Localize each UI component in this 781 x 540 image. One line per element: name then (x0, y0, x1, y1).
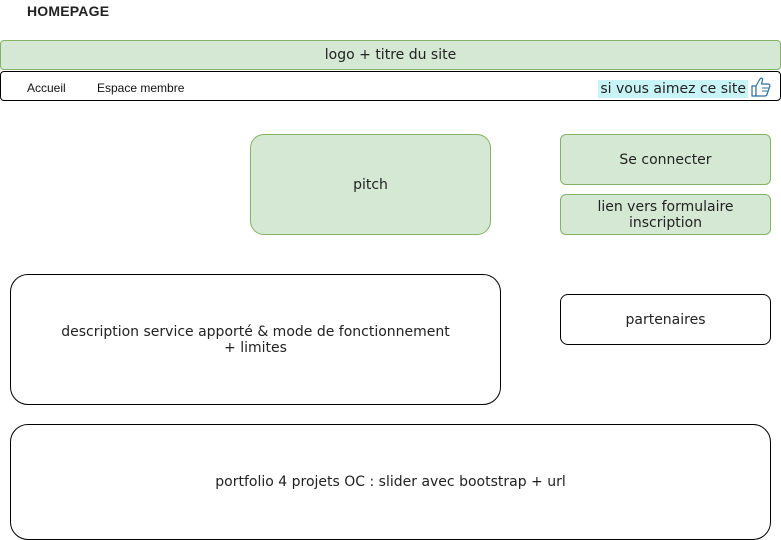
like-label: si vous aimez ce site (598, 80, 748, 98)
nav-bar: Accueil Espace membre si vous aimez ce s… (0, 71, 781, 101)
partners-block: partenaires (560, 294, 771, 345)
pitch-label: pitch (353, 176, 388, 193)
portfolio-block: portfolio 4 projets OC : slider avec boo… (10, 424, 771, 540)
description-label: description service apporté & mode de fo… (61, 323, 450, 356)
signup-label: lien vers formulaire inscription (597, 198, 734, 231)
pitch-block: pitch (250, 134, 491, 235)
portfolio-label: portfolio 4 projets OC : slider avec boo… (215, 474, 566, 490)
connect-button[interactable]: Se connecter (560, 134, 771, 185)
thumbs-up-icon[interactable] (750, 76, 772, 102)
nav-link-espace-membre[interactable]: Espace membre (97, 81, 185, 95)
logo-title-label: logo + titre du site (324, 47, 457, 63)
connect-label: Se connecter (619, 151, 712, 168)
nav-link-accueil[interactable]: Accueil (27, 81, 66, 95)
like-widget[interactable]: si vous aimez ce site (598, 76, 772, 102)
page-title: HOMEPAGE (27, 3, 110, 19)
signup-link[interactable]: lien vers formulaire inscription (560, 194, 771, 235)
partners-label: partenaires (625, 311, 706, 328)
description-block: description service apporté & mode de fo… (10, 274, 501, 405)
logo-title-bar: logo + titre du site (0, 40, 781, 70)
